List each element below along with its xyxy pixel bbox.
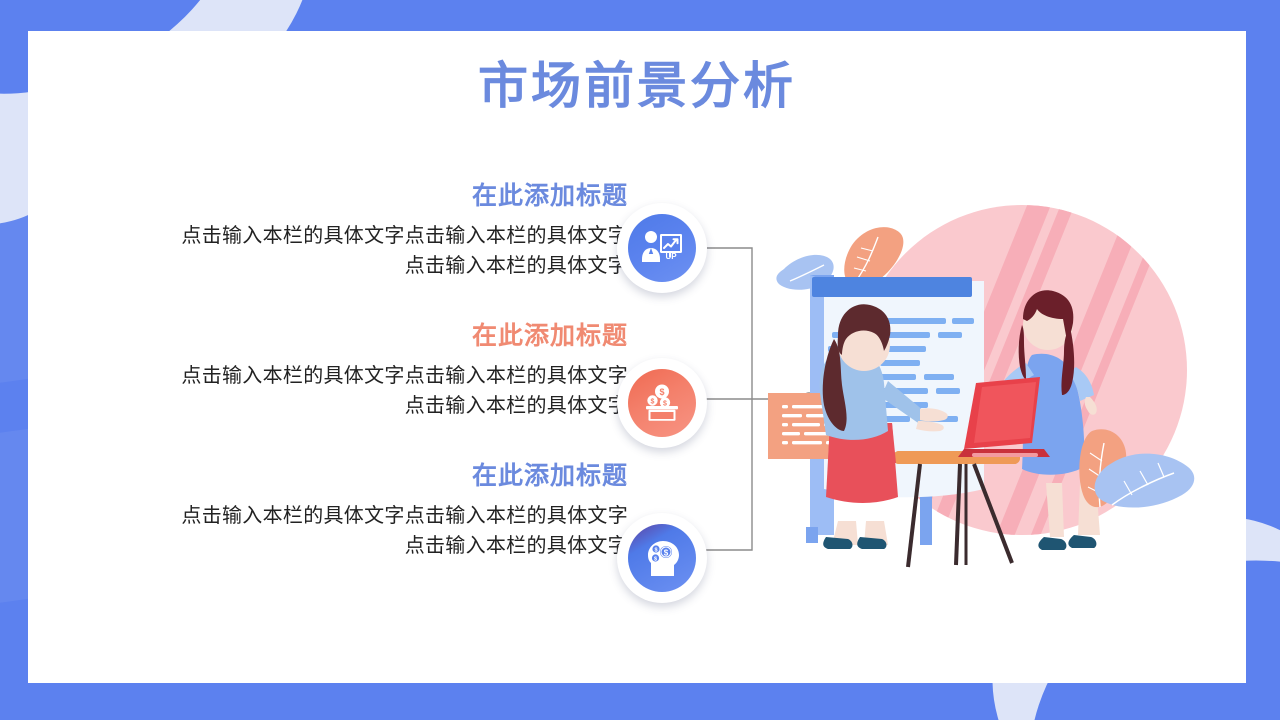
section-2-heading: 在此添加标题 xyxy=(471,321,628,350)
section-2-body-line-2: 点击输入本栏的具体文字 xyxy=(404,395,628,418)
section-3-body-line-1: 点击输入本栏的具体文字点击输入本栏的具体文字 xyxy=(181,504,628,527)
section-2-body-line-1: 点击输入本栏的具体文字点击输入本栏的具体文字 xyxy=(181,364,628,387)
section-1-body-line-2: 点击输入本栏的具体文字 xyxy=(404,255,628,278)
section-3-body: 点击输入本栏的具体文字点击输入本栏的具体文字 点击输入本栏的具体文字 xyxy=(58,501,628,562)
section-block-2: 在此添加标题 点击输入本栏的具体文字点击输入本栏的具体文字 点击输入本栏的具体文… xyxy=(58,316,628,422)
section-block-1: 在此添加标题 点击输入本栏的具体文字点击输入本栏的具体文字 点击输入本栏的具体文… xyxy=(58,176,628,282)
svg-text:$: $ xyxy=(654,557,657,563)
head-money-thinking-icon: $ $ $ xyxy=(628,524,696,592)
icon-badge-label-3: $ xyxy=(664,549,669,558)
presenter-chart-up-icon: UP xyxy=(628,214,696,282)
illustration-two-women-presentation xyxy=(768,205,1195,568)
section-1-body-line-1: 点击输入本栏的具体文字点击输入本栏的具体文字 xyxy=(181,225,628,247)
svg-text:$: $ xyxy=(659,387,664,397)
svg-text:$: $ xyxy=(651,399,655,406)
section-2-icon-button[interactable]: $ $ $ xyxy=(617,358,707,448)
section-block-3: 在此添加标题 点击输入本栏的具体文字点击输入本栏的具体文字 点击输入本栏的具体文… xyxy=(58,456,628,562)
flipchart-header-bar xyxy=(812,277,972,297)
money-coins-box-icon-glyph: $ $ $ xyxy=(646,384,678,421)
illustration-woman-laptop xyxy=(982,290,1100,550)
section-1-heading: 在此添加标题 xyxy=(471,182,628,210)
illustration-woman-presenter xyxy=(819,304,948,549)
svg-text:$: $ xyxy=(654,548,657,554)
svg-text:$: $ xyxy=(663,401,667,408)
presenter-chart-up-icon-glyph: UP xyxy=(642,231,682,262)
section-3-icon-button[interactable]: $ $ $ xyxy=(617,513,707,603)
text-column: 在此添加标题 点击输入本栏的具体文字点击输入本栏的具体文字 点击输入本栏的具体文… xyxy=(58,176,628,595)
illustration-laptop xyxy=(958,377,1050,457)
section-3-heading: 在此添加标题 xyxy=(471,461,628,490)
illustration-leaf-blue-right xyxy=(1094,453,1195,508)
page-title: 市场前景分析 xyxy=(478,58,796,114)
section-1-icon-button[interactable]: UP xyxy=(617,203,707,293)
section-1-body: 点击输入本栏的具体文字点击输入本栏的具体文字 点击输入本栏的具体文字 xyxy=(58,221,628,282)
section-3-body-line-2: 点击输入本栏的具体文字 xyxy=(404,534,628,557)
icon-badge-label-1: UP xyxy=(665,252,677,261)
money-coins-box-icon: $ $ $ xyxy=(628,369,696,437)
head-money-thinking-icon-glyph: $ $ $ xyxy=(648,541,679,576)
section-2-body: 点击输入本栏的具体文字点击输入本栏的具体文字 点击输入本栏的具体文字 xyxy=(58,361,628,422)
